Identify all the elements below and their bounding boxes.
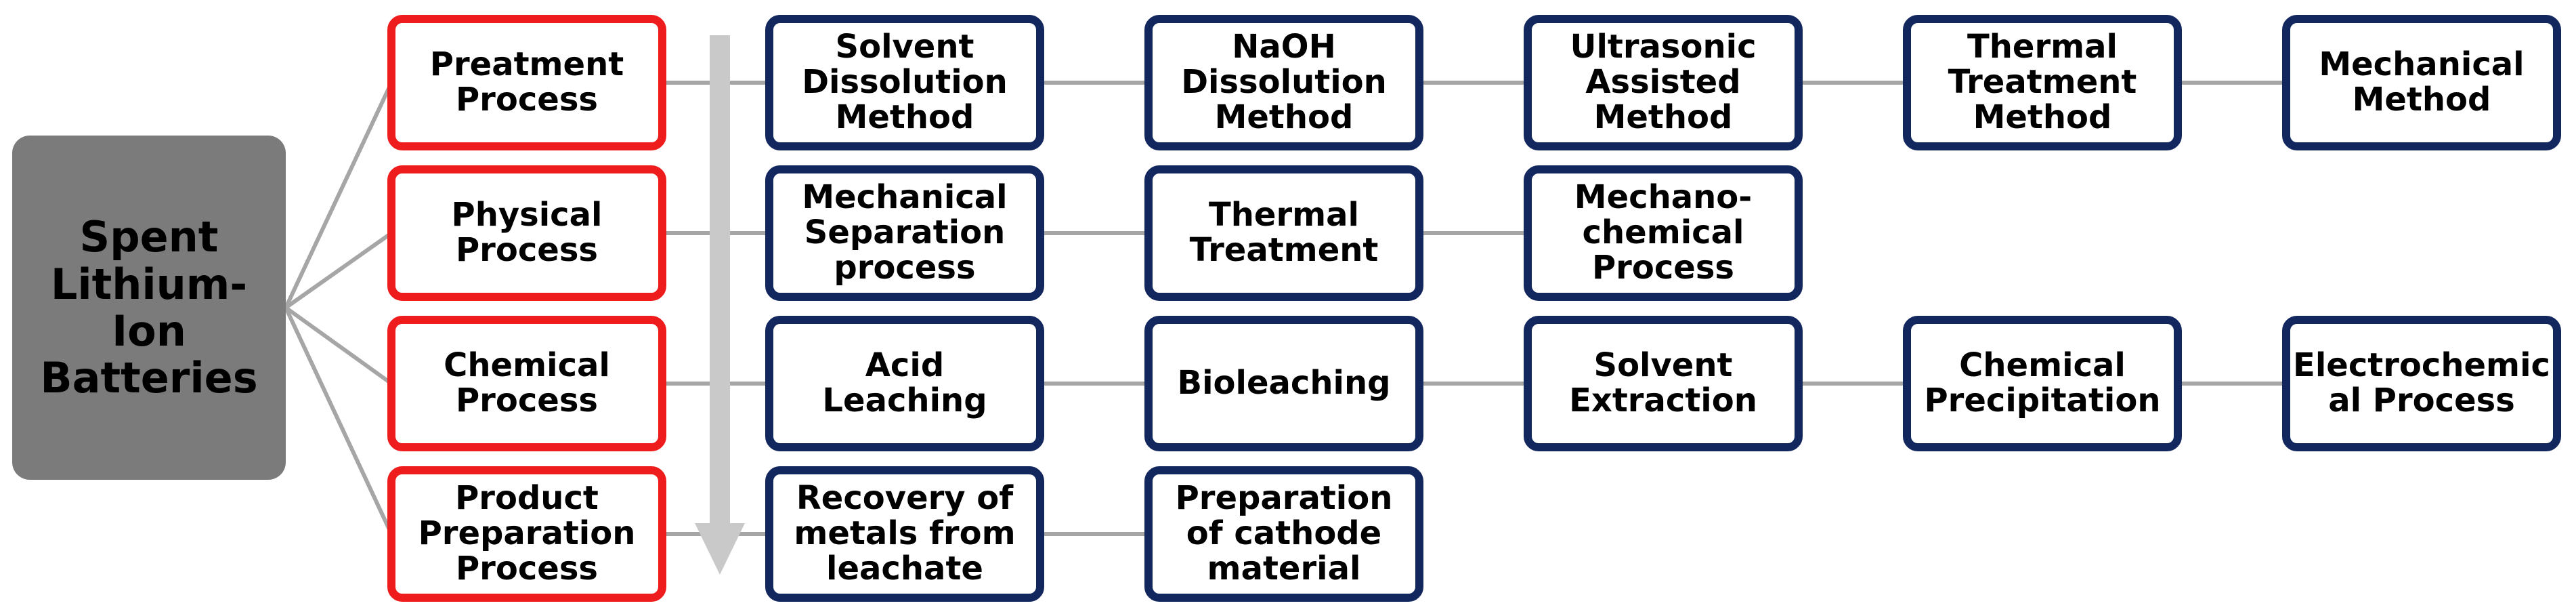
root-connector (284, 81, 393, 309)
stage-label: Chemical Process (444, 346, 610, 419)
method-box: Electrochemic al Process (2282, 316, 2561, 451)
method-label: Chemical Precipitation (1924, 346, 2161, 419)
method-label: Preparation of cathode material (1175, 479, 1393, 588)
method-box: Bioleaching (1144, 316, 1423, 451)
method-label: Thermal Treatment (1189, 196, 1379, 269)
method-box: Preparation of cathode material (1144, 466, 1423, 602)
stage-box-physical: Physical Process (387, 165, 666, 301)
method-box: Acid Leaching (765, 316, 1044, 451)
method-box: Thermal Treatment Method (1903, 15, 2182, 150)
method-label: Mechanical Separation process (802, 178, 1008, 287)
method-label: Mechanical Method (2319, 45, 2525, 119)
root-connector (284, 306, 393, 535)
method-label: Electrochemic al Process (2293, 346, 2550, 419)
method-box: Mechano- chemical Process (1524, 165, 1803, 301)
root-connector (284, 306, 393, 386)
method-label: Thermal Treatment Method (1948, 28, 2137, 136)
root-label: Spent Lithium- Ion Batteries (40, 212, 258, 403)
method-box: Solvent Extraction (1524, 316, 1803, 451)
stage-box-product-preparation: Product Preparation Process (387, 466, 666, 602)
stage-label: Preatment Process (429, 45, 624, 119)
stage-box-pretreatment: Preatment Process (387, 15, 666, 150)
flow-arrow-head (695, 523, 745, 575)
stage-label: Product Preparation Process (418, 479, 636, 588)
method-box: Mechanical Separation process (765, 165, 1044, 301)
method-label: Recovery of metals from leachate (794, 479, 1016, 588)
root-connector (284, 231, 393, 310)
method-label: Ultrasonic Assisted Method (1570, 28, 1757, 136)
stage-label: Physical Process (451, 196, 603, 269)
method-label: Mechano- chemical Process (1574, 178, 1753, 287)
root-node: Spent Lithium- Ion Batteries (12, 136, 286, 480)
flow-arrow-shaft (710, 35, 730, 525)
method-box: Thermal Treatment (1144, 165, 1423, 301)
stage-box-chemical: Chemical Process (387, 316, 666, 451)
method-box: Mechanical Method (2282, 15, 2561, 150)
method-label: Acid Leaching (822, 346, 987, 419)
method-box: Ultrasonic Assisted Method (1524, 15, 1803, 150)
method-label: NaOH Dissolution Method (1181, 28, 1387, 136)
method-label: Solvent Dissolution Method (802, 28, 1008, 136)
method-label: Bioleaching (1177, 364, 1391, 403)
method-box: Recovery of metals from leachate (765, 466, 1044, 602)
method-box: Solvent Dissolution Method (765, 15, 1044, 150)
method-box: Chemical Precipitation (1903, 316, 2182, 451)
method-label: Solvent Extraction (1569, 346, 1757, 419)
method-box: NaOH Dissolution Method (1144, 15, 1423, 150)
